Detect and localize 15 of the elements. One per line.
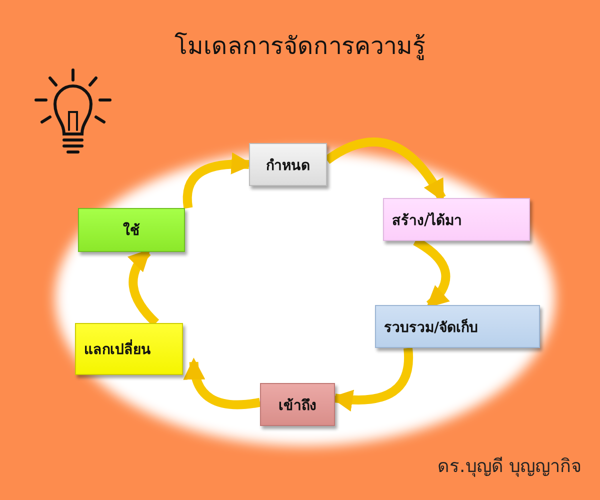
process-box [375,305,540,348]
process-box [260,383,335,426]
box-label: แลกเปลี่ยน [84,338,151,360]
box-label: สร้าง/ได้มา [392,211,462,230]
process-box [249,143,327,186]
box-label: ใช้ [123,221,140,241]
title: โมเดลการจัดการความรู้ [174,31,426,62]
box-label: กำหนด [266,156,310,176]
author-credit: ดร.บุญดี บุญญากิจ [438,455,582,479]
box-label: รวบรวม/จัดเก็บ [384,318,478,338]
box-label: เข้าถึง [278,396,316,416]
process-box [78,208,185,252]
process-box [75,323,183,375]
curved-arrow [184,358,261,410]
process-box [383,198,530,241]
